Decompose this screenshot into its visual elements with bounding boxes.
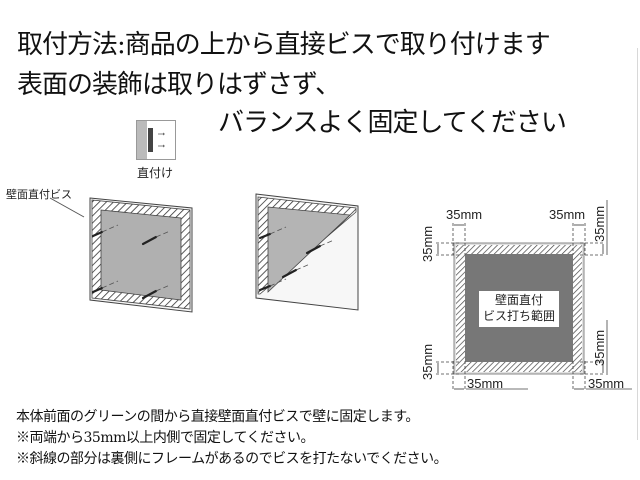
note-line-2: ※両端から35mm以上内側で固定してください。 — [16, 430, 315, 446]
dim-top-left-v: 35mm — [420, 225, 435, 262]
range-label-line-2: ビス打ち範囲 — [479, 309, 559, 324]
edge-divider — [637, 48, 638, 440]
heading-line-3: バランスよく固定してください — [218, 108, 567, 138]
dim-bottom-right-h: 35mm — [588, 376, 625, 391]
left-frame-diagram — [40, 190, 200, 315]
screw-callout-label: 壁面直付ビス — [6, 188, 72, 201]
dim-bottom-left-h: 35mm — [467, 376, 504, 391]
middle-cutaway-diagram — [240, 190, 365, 315]
dim-bottom-right-v: 35mm — [592, 329, 607, 366]
direct-mount-caption: 直付け — [137, 166, 174, 180]
dim-top-right-v: 35mm — [592, 205, 607, 242]
note-line-1: 本体前面のグリーンの間から直接壁面直付ビスで壁に固定します。 — [16, 409, 419, 425]
heading-line-1: 取付方法:商品の上から直接ビスで取り付けます — [17, 30, 551, 60]
note-line-3: ※斜線の部分は裏側にフレームがあるのでビスを打たないでください。 — [16, 451, 448, 467]
heading-line-2: 表面の装飾は取りはずさず、 — [17, 70, 341, 100]
dim-top-left-h: 35mm — [446, 207, 483, 222]
dim-bottom-left-v: 35mm — [420, 343, 435, 380]
dim-top-right-h: 35mm — [549, 207, 586, 222]
range-label-line-1: 壁面直付 — [479, 293, 559, 308]
direct-mount-icon — [136, 120, 176, 160]
